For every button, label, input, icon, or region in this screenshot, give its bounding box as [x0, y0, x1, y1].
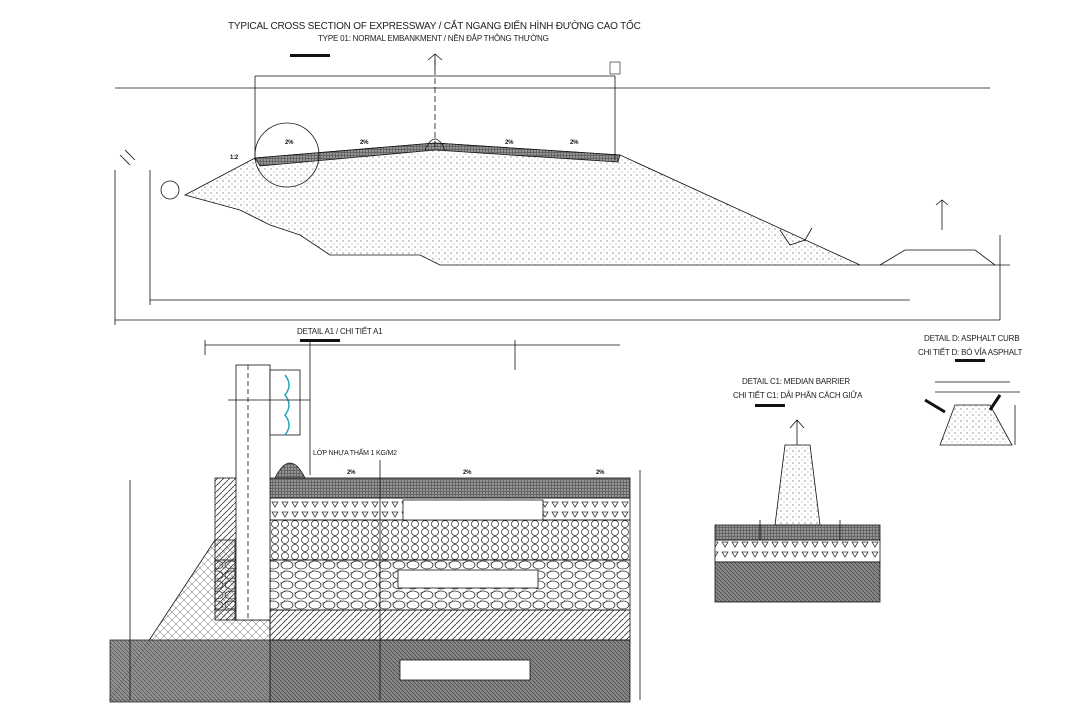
detail-a1-title: DETAIL A1 / CHI TIẾT A1	[297, 327, 383, 336]
detail-d-subtitle: CHI TIẾT D: BÓ VỈA ASPHALT	[918, 348, 1023, 357]
slope-label: 2%	[570, 140, 579, 146]
side-ditch	[779, 227, 813, 246]
prime-coat-note: LỚP NHỰA THẤM 1 KG/M2	[313, 450, 397, 457]
detail-d-title: DETAIL D: ASPHALT CURB	[924, 334, 1020, 343]
main-subtitle: TYPE 01: NORMAL EMBANKMENT / NỀN ĐẮP THÔ…	[318, 34, 549, 43]
drain-pipe	[160, 180, 180, 200]
detail-a1-drawing	[109, 340, 641, 703]
slope-label: 2%	[347, 470, 356, 476]
detail-c1-title: DETAIL C1: MEDIAN BARRIER	[742, 377, 850, 386]
slope-label: 2%	[360, 140, 369, 146]
centerline-lamp	[427, 53, 443, 70]
detail-c1-subtitle: CHI TIẾT C1: DẢI PHÂN CÁCH GIỮA	[733, 391, 863, 400]
embankment-section	[114, 53, 1010, 325]
detail-a1-callout	[254, 122, 320, 188]
slope-ratio: 1:2	[230, 155, 239, 161]
slope-label: 2%	[285, 140, 294, 146]
detail-d-drawing	[924, 381, 1020, 446]
service-road	[879, 249, 996, 266]
median-barrier	[424, 138, 446, 151]
main-title: TYPICAL CROSS SECTION OF EXPRESSWAY / CẮ…	[228, 21, 641, 32]
slope-label: 2%	[596, 470, 605, 476]
asphalt-curb	[274, 462, 306, 479]
detail-c1-drawing	[714, 419, 881, 603]
lamp-post	[935, 199, 949, 230]
slope-label: 2%	[463, 470, 472, 476]
slope-label: 2%	[505, 140, 514, 146]
guardrail-beam	[284, 374, 290, 436]
scale-bar	[290, 54, 330, 57]
